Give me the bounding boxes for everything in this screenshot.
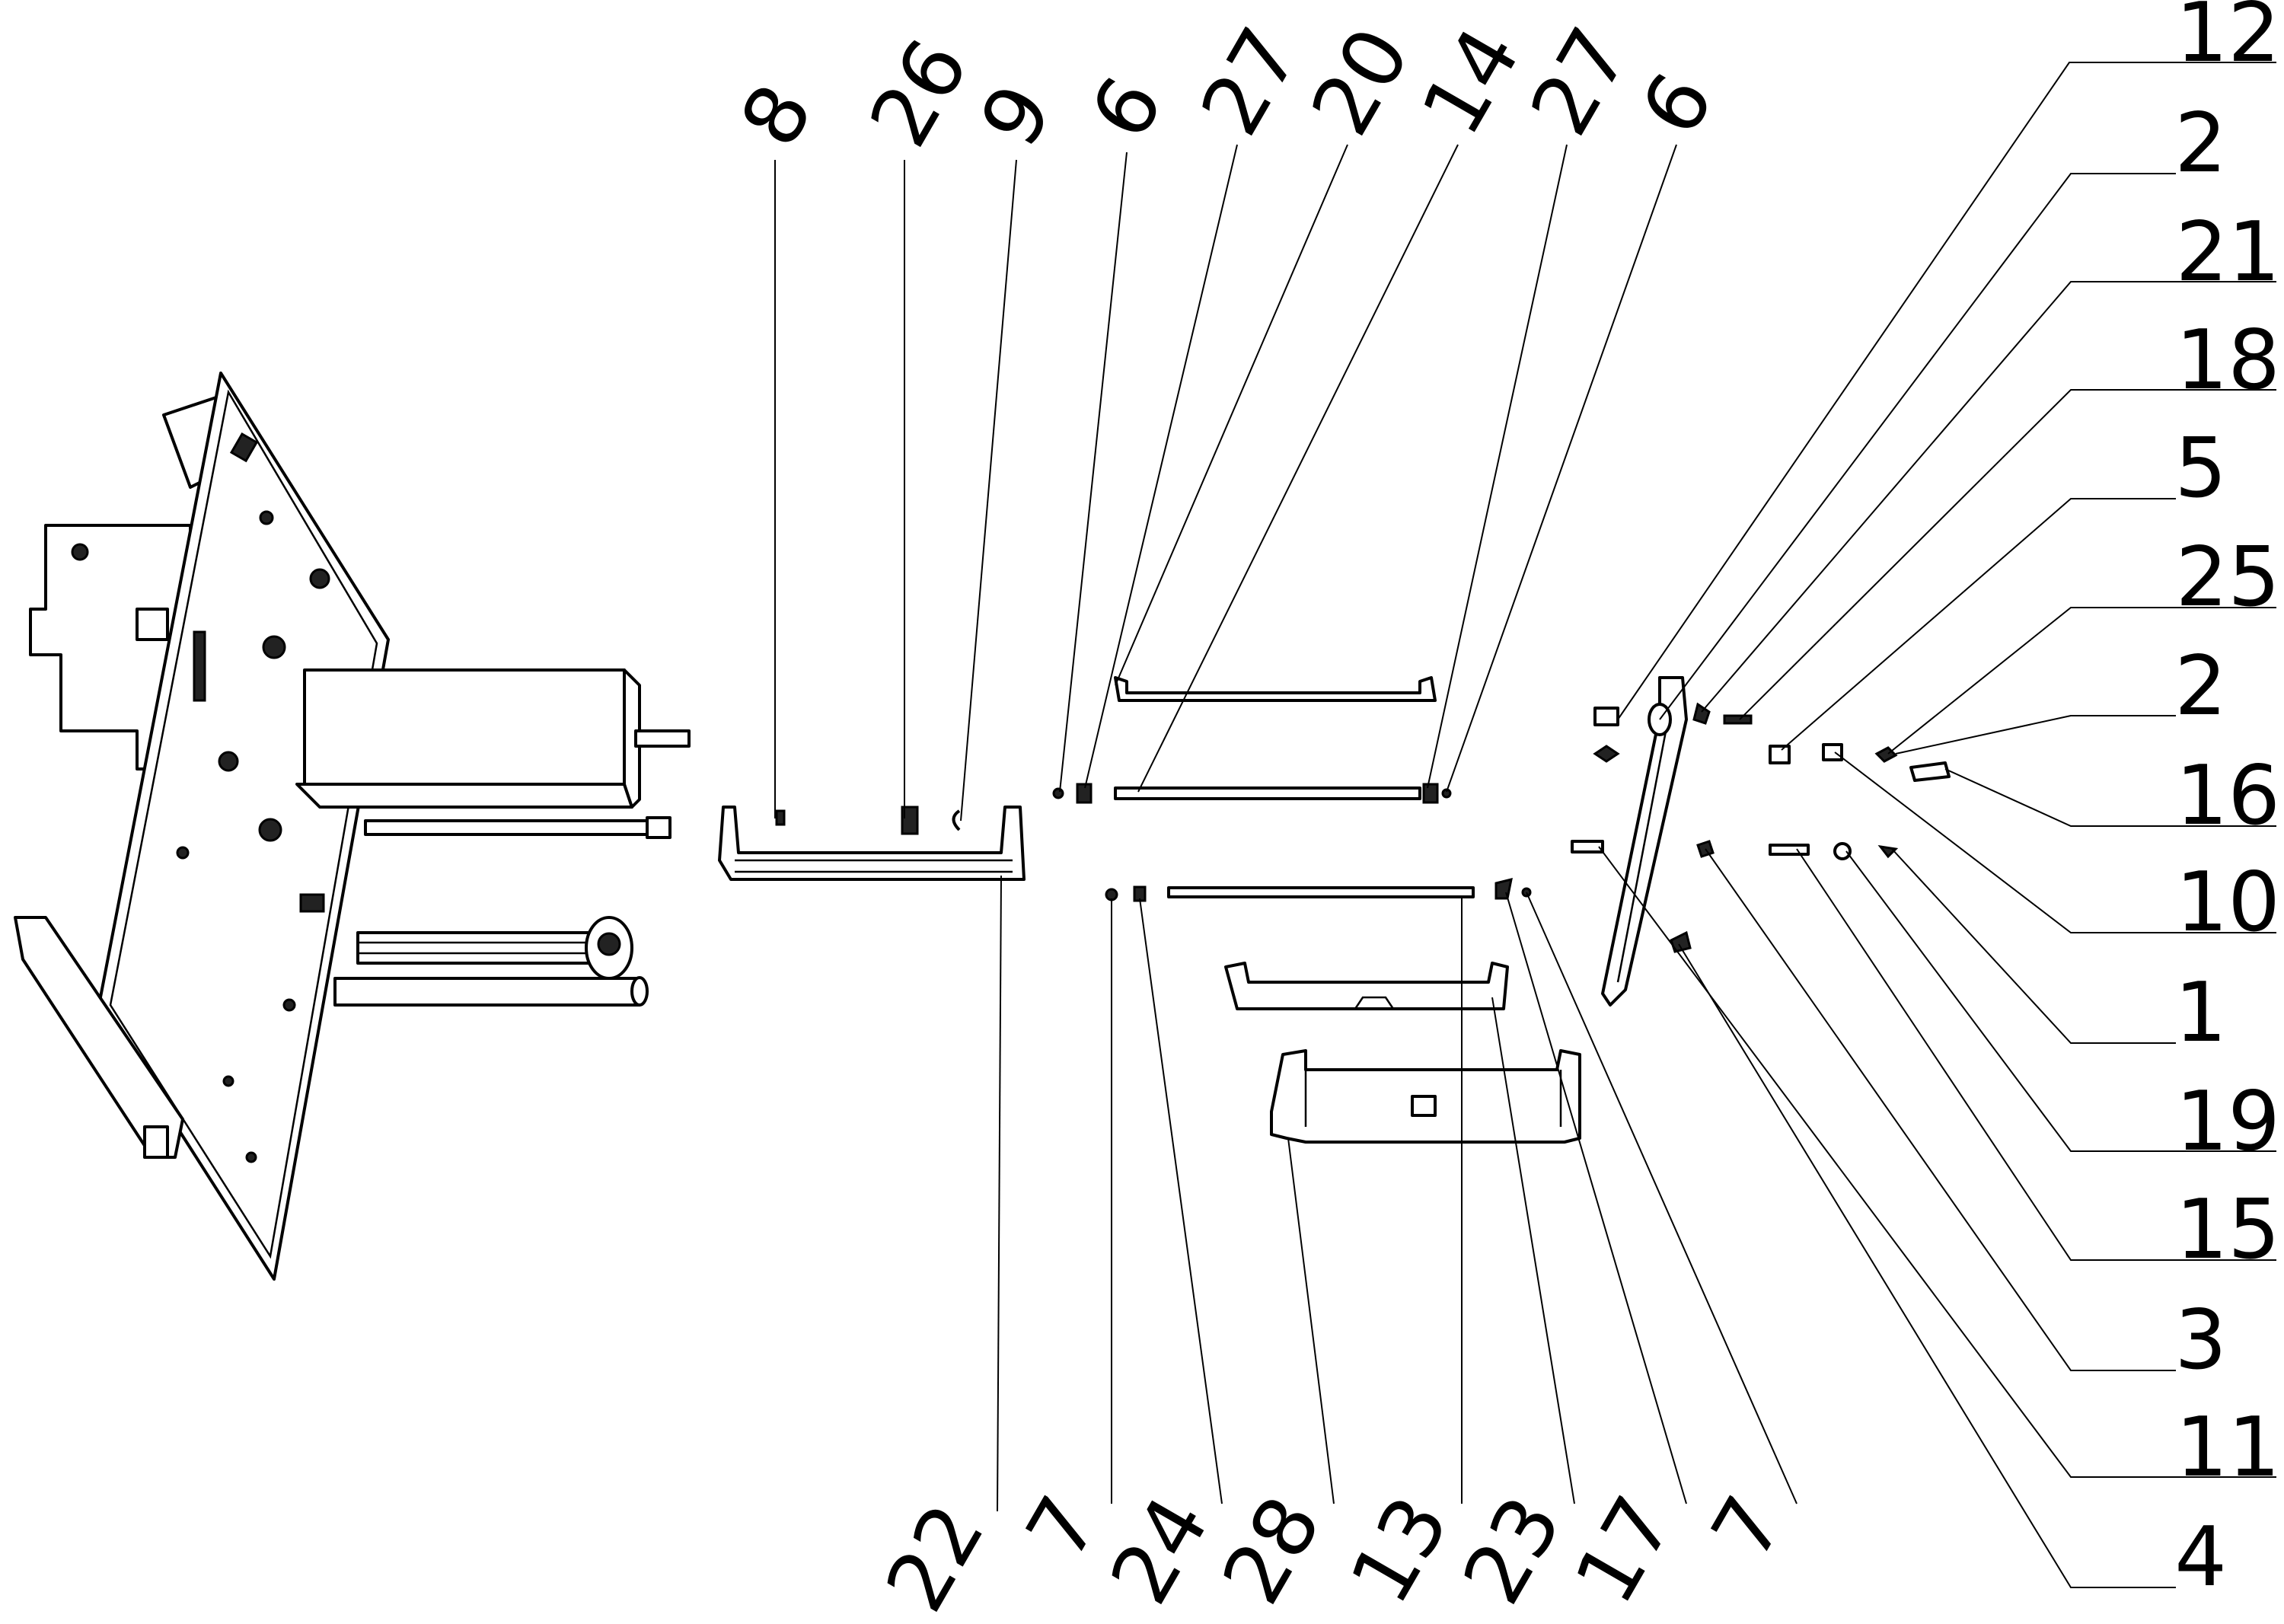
callout-bottom-3: 24 — [1093, 1482, 1228, 1620]
main-assembly — [14, 372, 691, 1281]
callout-right-1: 12 — [2176, 0, 2280, 81]
callout-right-15: 4 — [2174, 1510, 2227, 1605]
callout-top-2: 26 — [852, 24, 987, 162]
callout-bottom-8: 7 — [1694, 1482, 1803, 1575]
callout-top-7: 14 — [1404, 12, 1539, 151]
callout-top-5: 27 — [1183, 12, 1318, 151]
callout-bottom-4: 28 — [1205, 1482, 1340, 1620]
right-callouts: 12 2 21 18 5 25 2 16 10 1 19 15 3 11 4 — [2174, 0, 2280, 1605]
callout-right-5: 5 — [2174, 421, 2227, 516]
callout-right-9: 10 — [2176, 855, 2280, 950]
callout-right-10: 1 — [2174, 965, 2227, 1061]
callout-right-8: 16 — [2176, 748, 2280, 844]
callout-bottom-7: 17 — [1558, 1482, 1692, 1620]
callout-top-6: 20 — [1294, 12, 1428, 151]
bottom-callouts: 22 7 24 28 13 23 17 7 — [869, 1482, 1803, 1624]
exploded-parts — [718, 676, 1951, 1144]
callout-right-11: 19 — [2176, 1074, 2280, 1169]
callout-top-8: 27 — [1513, 12, 1648, 151]
callout-bottom-5: 13 — [1333, 1482, 1468, 1620]
callout-right-6: 25 — [2176, 530, 2280, 625]
callout-right-7: 2 — [2174, 639, 2227, 734]
callout-bottom-1: 22 — [869, 1489, 1003, 1624]
callout-right-14: 11 — [2176, 1400, 2280, 1495]
top-callouts: 8 26 9 6 27 20 14 27 6 — [723, 12, 1732, 162]
leader-lines — [774, 62, 2276, 1588]
callout-right-2: 2 — [2174, 96, 2227, 191]
callout-top-1: 8 — [723, 69, 831, 162]
callout-bottom-6: 23 — [1446, 1482, 1581, 1620]
callout-right-4: 18 — [2176, 313, 2280, 408]
callout-right-3: 21 — [2176, 205, 2280, 300]
callout-right-13: 3 — [2174, 1293, 2227, 1388]
callout-right-12: 15 — [2176, 1182, 2280, 1278]
callout-top-4: 6 — [1073, 62, 1182, 155]
